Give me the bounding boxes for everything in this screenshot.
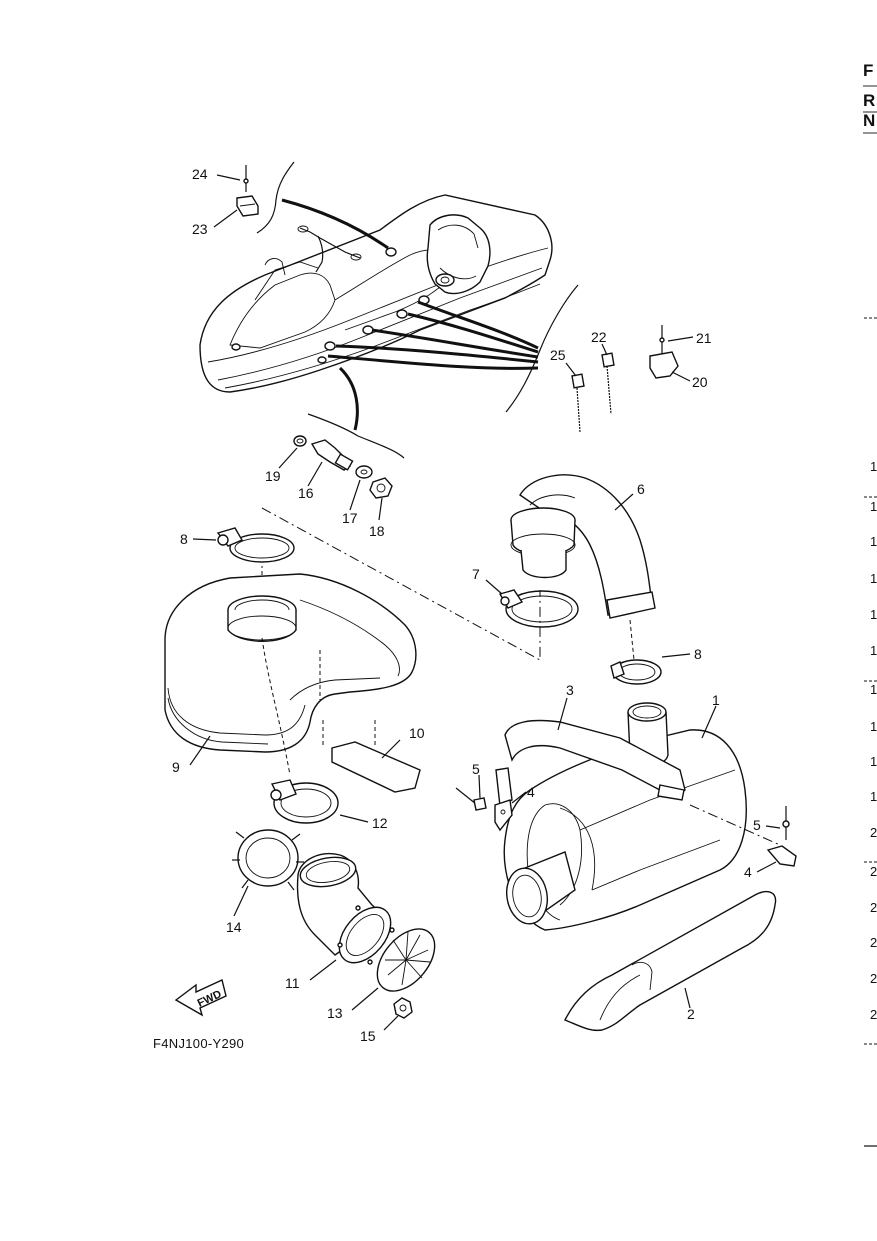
part-7-clamp xyxy=(485,579,579,628)
callout-5: 5 xyxy=(472,761,480,777)
callout-2: 2 xyxy=(687,1006,695,1022)
fwd-arrow-icon: FWD xyxy=(174,979,227,1017)
callout-22: 22 xyxy=(591,329,607,345)
figure-code: F4NJ100-Y290 xyxy=(153,1036,244,1051)
callout-1: 1 xyxy=(712,692,720,708)
part-1-muffler xyxy=(503,702,747,931)
header-line3-fragment: N xyxy=(863,111,875,130)
callout-19: 19 xyxy=(265,468,281,484)
watercraft-drawing xyxy=(199,194,553,393)
side-number: 1 xyxy=(870,459,877,474)
part-16-19-drain xyxy=(278,435,393,521)
side-number: 1 xyxy=(870,719,877,734)
callout-23: 23 xyxy=(192,221,208,237)
callout-10: 10 xyxy=(409,725,425,741)
guide-line xyxy=(629,619,635,661)
callout-14: 14 xyxy=(226,919,242,935)
part-23-24-fastener xyxy=(213,165,259,228)
guide-line xyxy=(261,637,291,776)
part-14-ring-bracket xyxy=(232,829,304,917)
side-number: 2 xyxy=(870,1007,877,1022)
callout-3: 3 xyxy=(566,682,574,698)
part-8-clamp-lower xyxy=(610,653,691,685)
part-2-heat-shield xyxy=(564,890,777,1032)
side-number: 1 xyxy=(870,754,877,769)
callout-9: 9 xyxy=(172,759,180,775)
part-15-nut xyxy=(383,997,413,1031)
side-number: 1 xyxy=(870,607,877,622)
callout-20: 20 xyxy=(692,374,708,390)
callout-4: 4 xyxy=(527,784,535,800)
callout-4: 4 xyxy=(744,864,752,880)
side-number: 1 xyxy=(870,682,877,697)
callout-13: 13 xyxy=(327,1005,343,1021)
part-20-21-fastener xyxy=(649,325,694,382)
part-8-clamp-upper xyxy=(192,527,295,563)
callout-5: 5 xyxy=(753,817,761,833)
side-number: 2 xyxy=(870,935,877,950)
callout-25: 25 xyxy=(550,347,566,363)
callout-17: 17 xyxy=(342,510,358,526)
callout-7: 7 xyxy=(472,566,480,582)
page-header: F R N xyxy=(863,61,877,134)
assembly-line xyxy=(689,804,781,846)
callout-11: 11 xyxy=(285,975,300,991)
part-11-outlet-elbow xyxy=(296,853,395,981)
callout-12: 12 xyxy=(372,815,388,831)
callout-24: 24 xyxy=(192,166,208,182)
part-6-exhaust-elbow xyxy=(510,474,656,619)
part-3-strap xyxy=(495,697,686,808)
side-number: 1 xyxy=(870,534,877,549)
part-25-cable-tie xyxy=(565,362,585,433)
part-22-cable-tie xyxy=(601,343,615,415)
callout-labels: 1 2 3 4 4 5 5 6 7 8 8 9 10 11 12 13 14 1… xyxy=(172,166,761,1044)
side-number: 1 xyxy=(870,571,877,586)
callout-18: 18 xyxy=(369,523,385,539)
part-9-water-lock xyxy=(164,573,417,766)
part-12-clamp xyxy=(270,779,369,824)
side-number: 2 xyxy=(870,900,877,915)
callout-21: 21 xyxy=(696,330,712,346)
header-title-fragment: F xyxy=(863,61,873,80)
callout-15: 15 xyxy=(360,1028,376,1044)
callout-6: 6 xyxy=(637,481,645,497)
assembly-line xyxy=(261,507,541,661)
callout-16: 16 xyxy=(298,485,314,501)
part-4-5-fastener-left xyxy=(455,774,527,832)
side-number: 1 xyxy=(870,499,877,514)
callout-8: 8 xyxy=(694,646,702,662)
part-4-5-fastener-right xyxy=(756,806,797,873)
part-10-pad xyxy=(331,739,421,793)
side-number: 2 xyxy=(870,864,877,879)
side-number: 1 xyxy=(870,789,877,804)
side-number: 2 xyxy=(870,971,877,986)
side-number: 2 xyxy=(870,825,877,840)
header-line2-fragment: R xyxy=(863,91,875,110)
part-13-gasket xyxy=(351,928,436,1011)
side-number: 1 xyxy=(870,643,877,658)
side-number-column: 1 1 1 1 1 1 1 1 1 1 2 2 2 2 2 2 xyxy=(864,317,877,1147)
routing-lines xyxy=(256,161,579,459)
callout-8: 8 xyxy=(180,531,188,547)
